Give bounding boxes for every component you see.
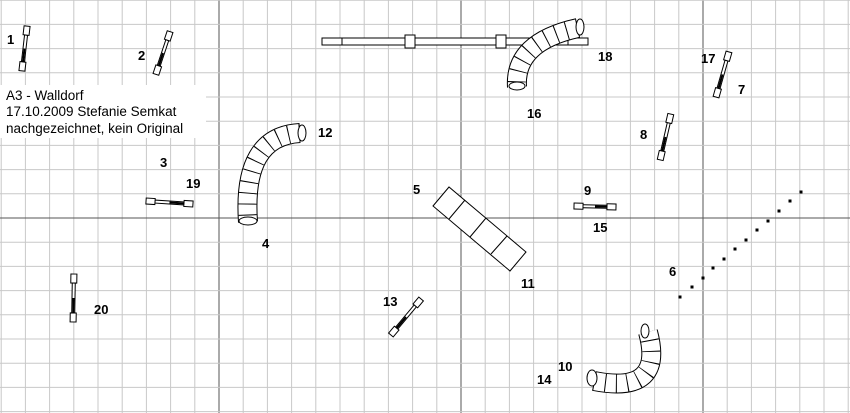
label-9: 9 <box>584 183 591 198</box>
jump-wing <box>665 112 675 125</box>
label-8: 8 <box>640 127 647 142</box>
label-12: 12 <box>318 125 332 140</box>
label-6: 6 <box>669 264 676 279</box>
weave-pole <box>690 285 694 289</box>
jump-wing <box>22 25 31 36</box>
weave-pole <box>766 219 770 223</box>
label-15: 15 <box>593 220 607 235</box>
dog-walk[interactable] <box>321 34 589 49</box>
label-13: 13 <box>383 294 397 309</box>
label-3: 3 <box>160 155 167 170</box>
label-17: 17 <box>701 51 715 66</box>
caption-note: nachgezeichnet, kein Original <box>6 121 183 136</box>
label-5: 5 <box>413 182 420 197</box>
jump-wing <box>70 273 78 284</box>
label-19: 19 <box>186 176 200 191</box>
jump-wing <box>183 199 194 208</box>
label-14: 14 <box>537 372 552 387</box>
weave-pole <box>777 209 781 213</box>
weave-pole <box>755 228 759 232</box>
jump-wing <box>412 296 425 309</box>
jump-13[interactable] <box>387 296 425 338</box>
caption-background <box>0 85 206 138</box>
weave-pole <box>799 190 803 194</box>
jump-wing <box>163 30 174 42</box>
jump-wing <box>656 149 666 162</box>
caption-date-author: 17.10.2009 Stefanie Semkat <box>6 104 177 119</box>
label-1: 1 <box>7 32 14 47</box>
jump-wing <box>69 312 77 323</box>
label-18: 18 <box>598 49 612 64</box>
jump-wing <box>722 50 733 63</box>
jump-9-15[interactable] <box>573 202 617 211</box>
jump-wing <box>145 197 156 206</box>
jump-wing <box>712 86 723 99</box>
weave-pole <box>744 238 748 242</box>
weave-pole <box>788 199 792 203</box>
jump-wing <box>573 202 584 210</box>
jump-7-17[interactable] <box>712 50 733 99</box>
label-16: 16 <box>527 106 541 121</box>
weave-pole <box>701 276 705 280</box>
caption-title: A3 - Walldorf <box>6 88 84 103</box>
weave-pole <box>711 266 715 270</box>
obstacle-5-11[interactable] <box>432 186 527 272</box>
label-7: 7 <box>738 82 745 97</box>
label-10: 10 <box>558 359 572 374</box>
label-20: 20 <box>94 302 108 317</box>
jump-wing <box>606 203 617 211</box>
jump-8[interactable] <box>656 112 675 162</box>
tunnel-16-18[interactable] <box>506 18 585 91</box>
jump-3-19[interactable] <box>145 197 194 208</box>
tunnel-12-4[interactable] <box>237 123 307 226</box>
jump-wing <box>387 325 400 338</box>
jump-2[interactable] <box>152 30 174 76</box>
jump-20[interactable] <box>69 273 78 323</box>
weave-poles[interactable] <box>678 190 803 299</box>
label-2: 2 <box>138 48 145 63</box>
label-4: 4 <box>262 236 270 251</box>
jump-wing <box>18 61 27 72</box>
jump-1[interactable] <box>18 25 31 72</box>
tunnel-10-14[interactable] <box>586 323 662 394</box>
weave-pole <box>722 257 726 261</box>
label-11: 11 <box>521 276 535 291</box>
weave-pole <box>733 247 737 251</box>
weave-pole <box>678 295 682 299</box>
jump-wing <box>152 64 163 76</box>
